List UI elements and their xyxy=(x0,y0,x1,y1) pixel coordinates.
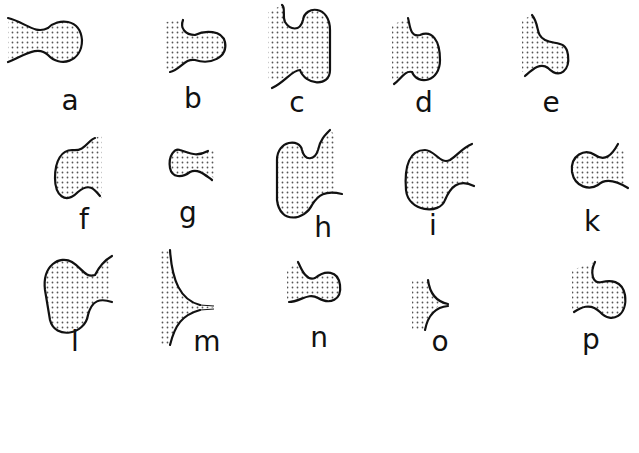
figure-letter: k xyxy=(584,208,600,236)
figure-letter: i xyxy=(429,212,437,240)
shape-c xyxy=(268,5,330,88)
shape-k xyxy=(572,144,628,188)
figure-letter: p xyxy=(582,326,600,354)
figure-letter: c xyxy=(289,89,304,117)
shape-b xyxy=(165,20,225,72)
shape-e xyxy=(522,15,568,76)
shape-i xyxy=(406,144,474,209)
figure-letter: l xyxy=(71,328,79,356)
shape-a xyxy=(8,18,82,62)
figure-letter: h xyxy=(314,214,332,242)
figure-letter: n xyxy=(310,324,328,352)
figure-letter: e xyxy=(542,89,559,117)
shape-l xyxy=(45,256,112,333)
figure-letter: g xyxy=(179,199,197,227)
shape-o xyxy=(412,280,455,330)
shape-n xyxy=(287,262,340,302)
figure-letter: d xyxy=(415,89,433,117)
shape-p xyxy=(572,262,625,318)
shape-g xyxy=(170,150,215,180)
shape-d xyxy=(392,18,440,84)
figure-letter: f xyxy=(79,206,89,234)
shape-h xyxy=(277,130,342,218)
figure-letter: o xyxy=(431,328,448,356)
shape-f xyxy=(55,135,102,200)
figure-letter: m xyxy=(193,328,220,356)
figure-letter: b xyxy=(184,85,202,113)
figure-letter: a xyxy=(61,87,78,115)
